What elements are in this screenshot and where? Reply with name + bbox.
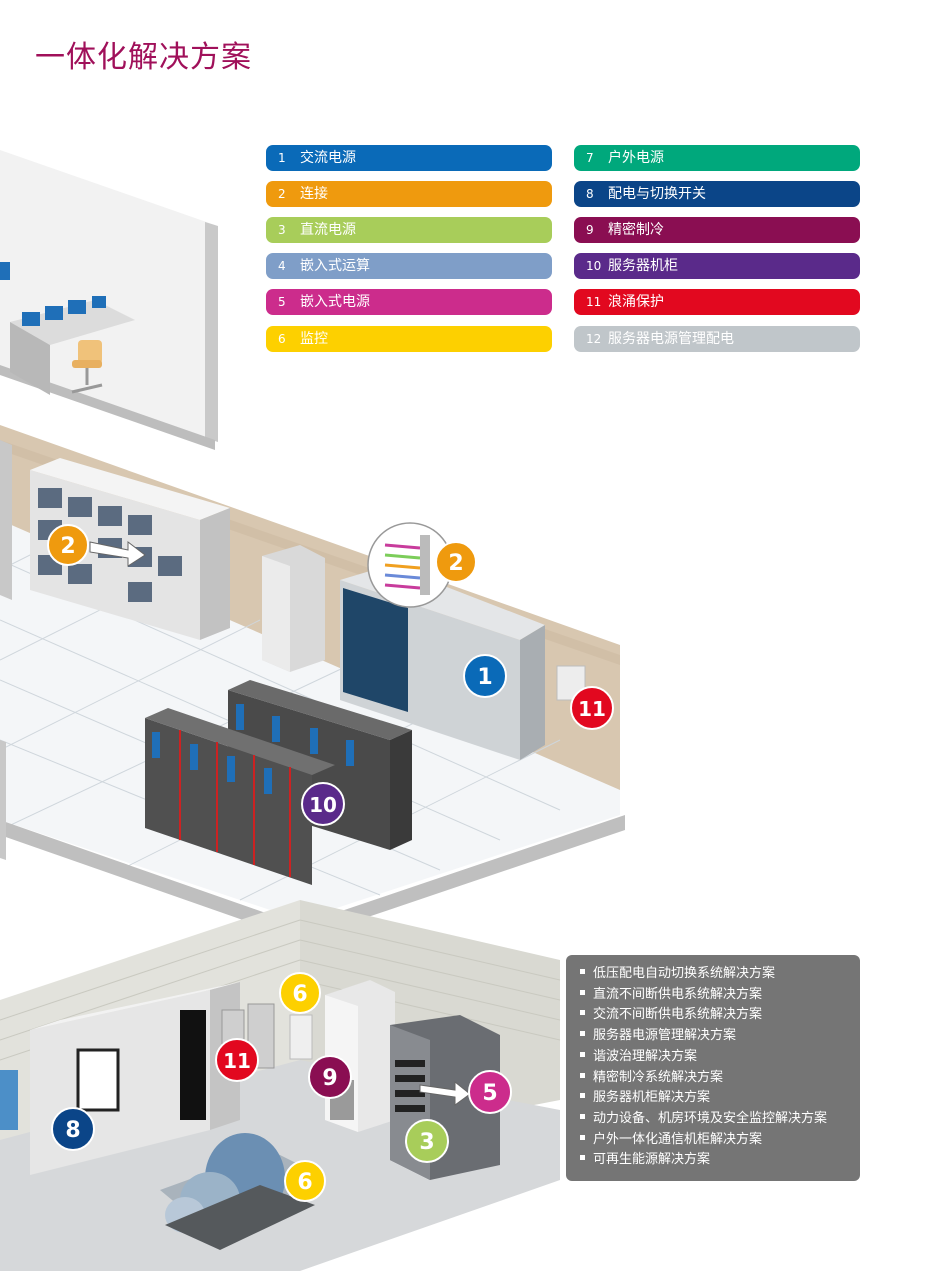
svg-text:2: 2 [60,534,75,559]
svg-text:6: 6 [292,982,307,1007]
server-rack-row [145,680,412,885]
svg-text:11: 11 [578,697,606,721]
generator [160,1133,320,1250]
badge-11-surge-a: 11 [570,686,614,730]
svg-text:6: 6 [297,1170,312,1195]
badge-2-connectivity-b: 2 [435,541,477,583]
badge-10-server-rack: 10 [301,782,345,826]
chair-icon [71,340,103,394]
svg-text:9: 9 [322,1066,337,1091]
list-item: 户外一体化通信机柜解决方案 [580,1130,848,1151]
badge-6-monitoring-a: 6 [279,972,321,1014]
monitor-icon [0,262,106,326]
badge-5-embedded-power: 5 [468,1070,512,1114]
list-item: 可再生能源解决方案 [580,1150,848,1171]
badge-9-precision-cooling: 9 [308,1055,352,1099]
list-item: 交流不间断供电系统解决方案 [580,1005,848,1026]
svg-text:5: 5 [482,1081,497,1106]
list-item: 动力设备、机房环境及安全监控解决方案 [580,1109,848,1130]
server-room [0,425,625,940]
list-item: 服务器机柜解决方案 [580,1088,848,1109]
badge-8-distribution: 8 [51,1107,95,1151]
svg-text:10: 10 [309,793,337,817]
svg-text:3: 3 [419,1130,434,1155]
page-title: 一体化解决方案 [35,40,252,75]
solutions-list: 低压配电自动切换系统解决方案 直流不间断供电系统解决方案 交流不间断供电系统解决… [566,955,860,1181]
badge-2-connectivity-a: 2 [47,524,89,566]
badge-11-surge-b: 11 [215,1038,259,1082]
list-item: 服务器电源管理解决方案 [580,1026,848,1047]
svg-text:11: 11 [223,1049,251,1073]
control-room [0,150,218,450]
badge-3-dc-power: 3 [405,1119,449,1163]
list-item: 直流不间断供电系统解决方案 [580,985,848,1006]
list-item: 精密制冷系统解决方案 [580,1068,848,1089]
svg-text:1: 1 [477,665,492,690]
svg-text:8: 8 [65,1118,80,1143]
list-item: 低压配电自动切换系统解决方案 [580,964,848,985]
svg-text:2: 2 [448,551,463,576]
badge-6-monitoring-b: 6 [284,1160,326,1202]
badge-1-ac-power: 1 [463,654,507,698]
list-item: 谐波治理解决方案 [580,1047,848,1068]
